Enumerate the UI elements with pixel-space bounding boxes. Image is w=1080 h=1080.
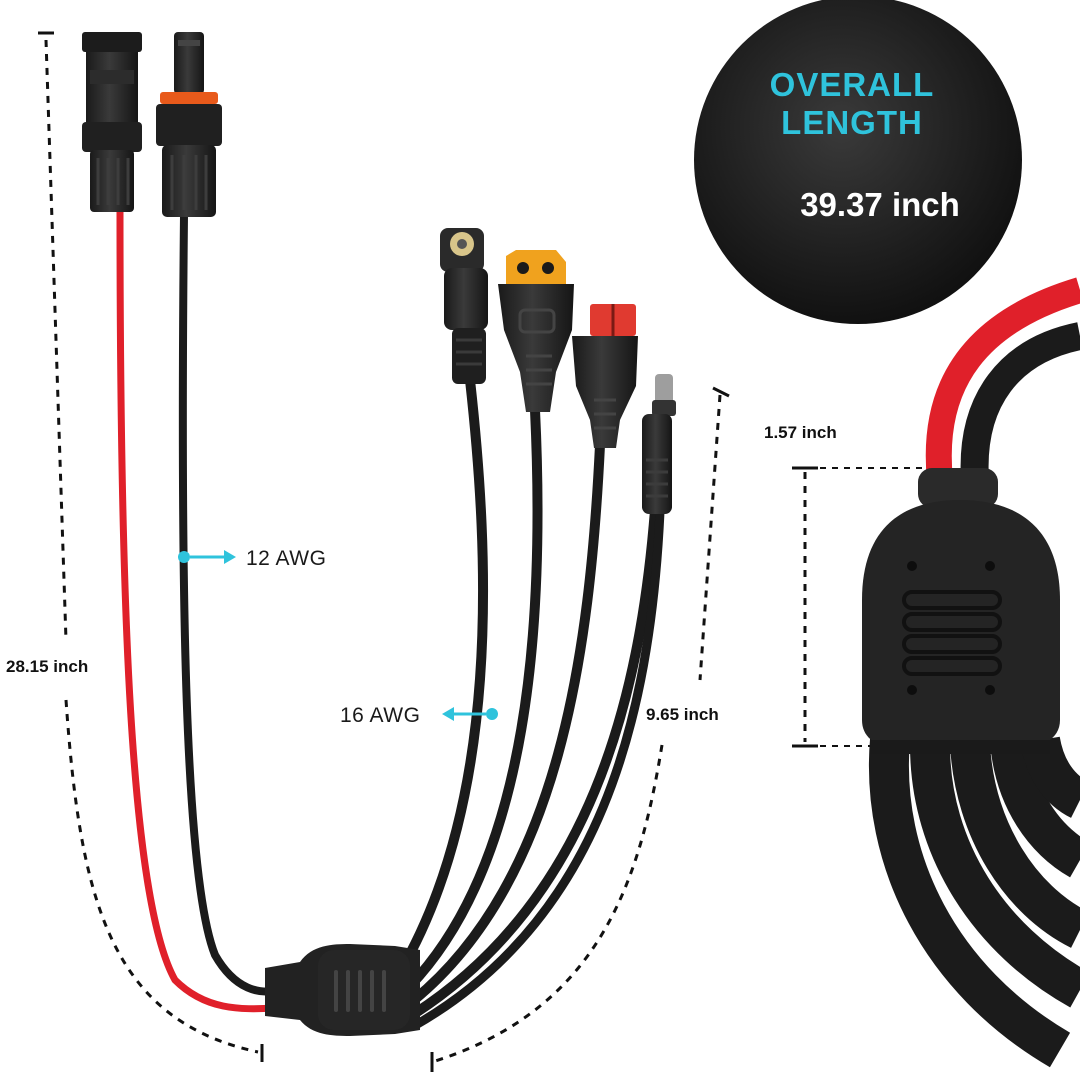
gauge-arrow-12awg [178, 550, 236, 564]
badge-title: OVERALL LENGTH [742, 66, 962, 142]
dimension-left-label: 28.15 inch [6, 657, 89, 676]
gauge-arrow-16awg [442, 707, 498, 721]
gauge-label-16awg: 16 AWG [340, 704, 421, 727]
main-cables [116, 206, 284, 1013]
badge-title-line1: OVERALL [769, 66, 935, 103]
badge-value: 39.37 inch [800, 186, 960, 223]
dc5521-plug-icon [642, 374, 676, 514]
anderson-plug-icon [572, 304, 638, 448]
dimension-hub-label: 1.57 inch [764, 423, 837, 442]
xt60-plug-icon [498, 250, 574, 412]
y-splitter-hub-small [265, 944, 420, 1036]
branch-cables [395, 375, 665, 1031]
solar-male-connector-icon [82, 32, 142, 212]
dimension-left-28-inch [38, 31, 264, 1062]
hub-closeup [862, 277, 1080, 1068]
badge-circle [694, 0, 1022, 324]
dc7909-plug-icon [440, 228, 488, 384]
badge-title-line2: LENGTH [781, 104, 923, 141]
gauge-label-12awg: 12 AWG [246, 547, 327, 570]
dimension-branch-9-inch [430, 386, 730, 1072]
solar-female-connector-icon [156, 32, 222, 217]
dimension-branch-label: 9.65 inch [646, 705, 719, 724]
